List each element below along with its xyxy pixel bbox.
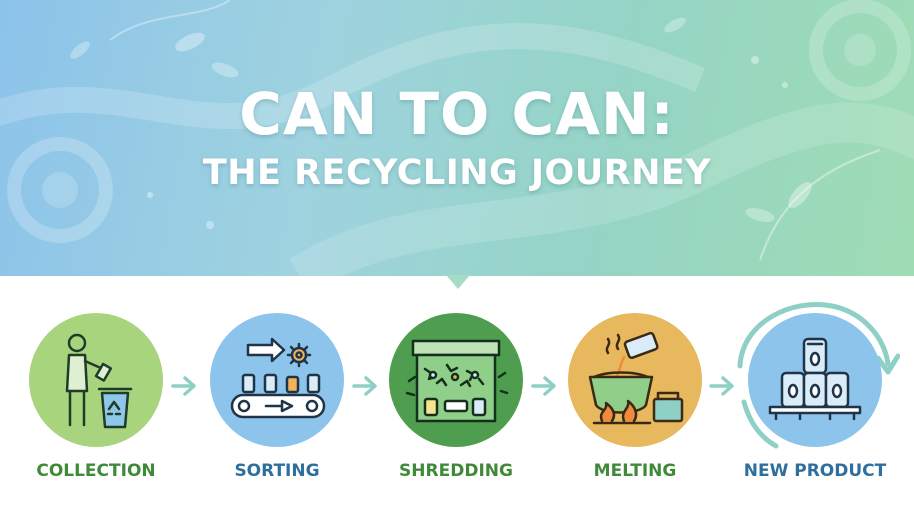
arrow-right-icon bbox=[531, 376, 556, 396]
hero-pointer bbox=[446, 275, 470, 289]
step-collection bbox=[29, 313, 163, 447]
arrow-right-icon bbox=[171, 376, 196, 396]
step-sorting bbox=[210, 313, 344, 447]
stacked-cans-icon bbox=[768, 337, 862, 421]
step-shredding bbox=[389, 313, 523, 447]
step-melting bbox=[568, 313, 702, 447]
conveyor-belt-icon bbox=[230, 337, 326, 419]
step-new-product bbox=[748, 313, 882, 447]
cycle-arrow-icon bbox=[737, 302, 900, 449]
title-line-1: CAN TO CAN: bbox=[239, 80, 675, 148]
step-label-sorting: SORTING bbox=[234, 461, 320, 481]
person-recycling-bin-icon bbox=[65, 333, 133, 429]
step-label-new-product: NEW PRODUCT bbox=[743, 461, 887, 481]
arrow-right-icon bbox=[352, 376, 377, 396]
step-label-collection: COLLECTION bbox=[36, 461, 156, 481]
title-line-2: THE RECYCLING JOURNEY bbox=[202, 153, 712, 193]
melting-pot-icon bbox=[588, 331, 684, 425]
shredder-icon bbox=[405, 339, 509, 423]
swirl-leaf-decoration bbox=[0, 0, 914, 276]
step-label-shredding: SHREDDING bbox=[399, 461, 513, 481]
arrow-right-icon bbox=[709, 376, 734, 396]
hero-banner: CAN TO CAN: THE RECYCLING JOURNEY bbox=[0, 0, 914, 276]
step-label-melting: MELTING bbox=[593, 461, 677, 481]
